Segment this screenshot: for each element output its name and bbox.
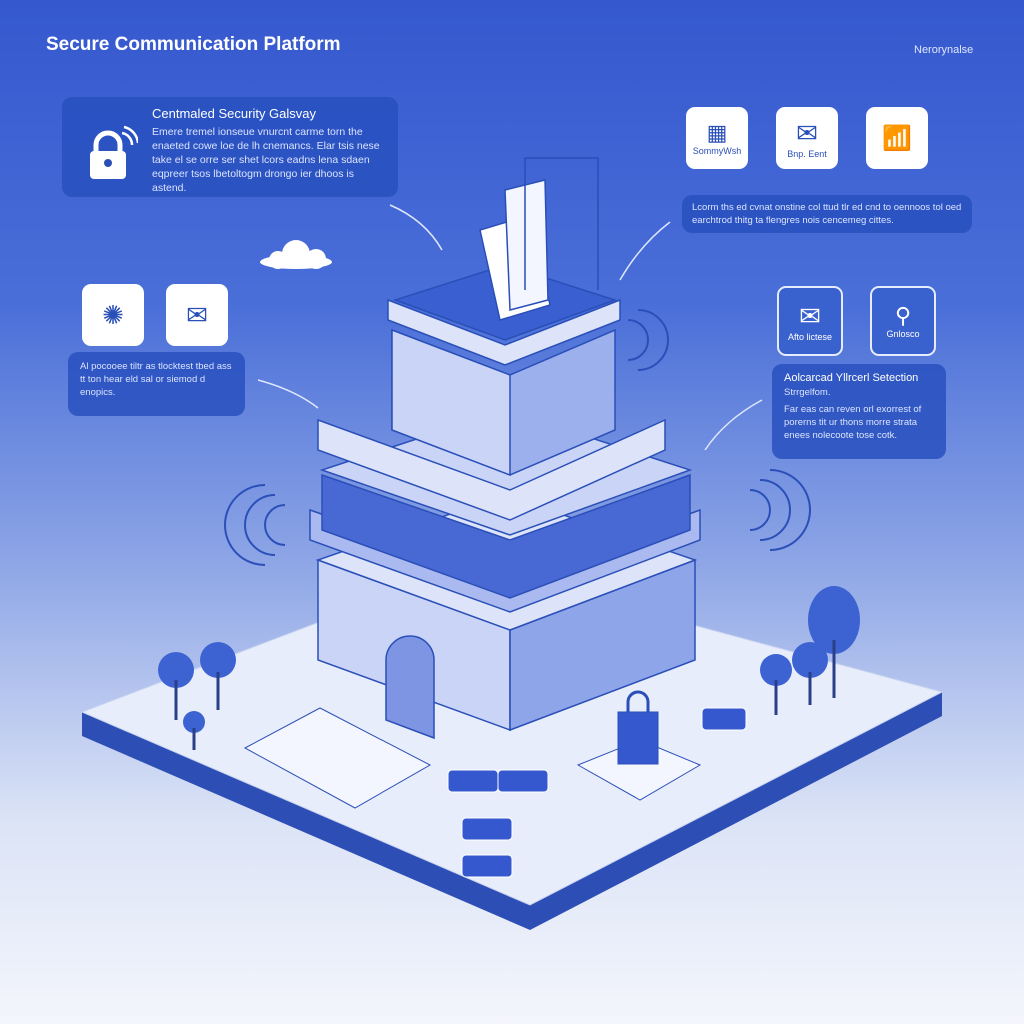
tile-label: Bnp. Eent <box>787 148 827 159</box>
gateway-body: Emere tremel ionseue vnurcnt carme torn … <box>152 126 380 194</box>
tile-network[interactable]: ⚲ Gnlosco <box>870 286 936 356</box>
wifi-lock-icon: 📶 <box>882 124 912 152</box>
top-right-body: Lcorm ths ed cvnat onstine col ttud tlr … <box>692 202 962 226</box>
cloud-icon <box>260 240 332 269</box>
threat-subtitle: Strrgelfom. <box>784 387 831 398</box>
mail-icon: ✉ <box>796 117 818 148</box>
tile-dashboard[interactable]: ▦ SommyWsh <box>686 107 748 169</box>
tile-alerts[interactable]: ✉ Afto lictese <box>777 286 843 356</box>
arrow-icons <box>257 204 763 451</box>
server-stack <box>447 707 747 878</box>
left-card-body: Al pocooee tiltr as tlocktest tbed ass t… <box>80 361 232 398</box>
gateway-title: Centmaled Security Galsvay <box>152 106 317 121</box>
tile-virus[interactable]: ✺ <box>82 284 144 346</box>
tree-trunks <box>174 640 836 750</box>
lock-pedestal <box>576 690 702 801</box>
network-icon: ⚲ <box>894 303 912 328</box>
page-title: Secure Communication Platform <box>46 34 341 55</box>
mail-icon: ✉ <box>799 300 821 331</box>
virus-icon: ✺ <box>102 299 124 330</box>
tile-mail[interactable]: ✉ Bnp. Eent <box>776 107 838 169</box>
tile-wifi-lock[interactable]: 📶 <box>866 107 928 169</box>
top-right-card: Lcorm ths ed cvnat onstine col ttud tlr … <box>682 195 972 233</box>
left-card: Al pocooee tiltr as tlocktest tbed ass t… <box>68 352 245 416</box>
brand-label: Nerorynalse <box>914 44 974 56</box>
mail-panel <box>243 707 432 809</box>
tile-label: Afto lictese <box>787 331 833 342</box>
threat-body: Far eas can reven orl exorrest of porern… <box>784 404 922 441</box>
dashboard-icon: ▦ <box>706 120 728 145</box>
tile-label: SommyWsh <box>692 146 742 156</box>
threat-detection-card: Aolcarcad Yllrcerl Setection Strrgelfom.… <box>772 364 946 459</box>
open-envelope-icon: ✉ <box>186 299 208 330</box>
tile-label: Gnlosco <box>886 329 920 339</box>
signal-wave-icons <box>224 309 811 566</box>
tile-open-envelope[interactable]: ✉ <box>166 284 228 346</box>
threat-title: Aolcarcad Yllrcerl Setection <box>784 372 919 384</box>
gateway-card: Centmaled Security Galsvay Emere tremel … <box>62 97 398 197</box>
tree-icons <box>158 586 860 733</box>
lock-wifi-icon <box>88 125 140 179</box>
castle <box>309 157 701 740</box>
